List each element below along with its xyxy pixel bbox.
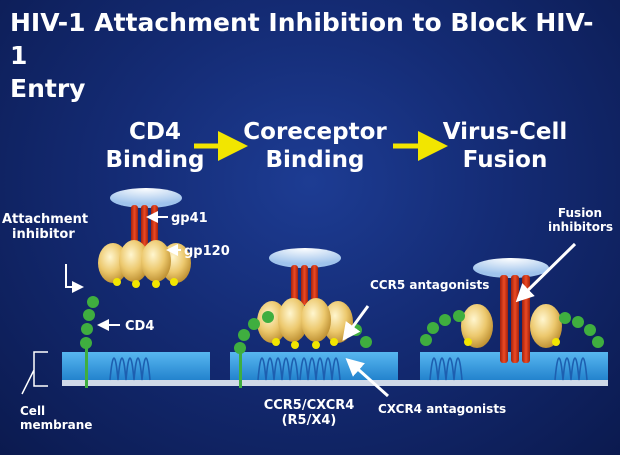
cxcr4-antagonists-pointer <box>345 357 390 398</box>
slide-title: HIV-1 Attachment Inhibition to Block HIV… <box>10 6 610 105</box>
coreceptor-line-2: (R5/X4) <box>281 413 337 428</box>
fusion-inhibitors-pointer <box>515 242 577 303</box>
cell-membrane-line-1: Cell <box>20 404 46 418</box>
step-cd4-binding-line-1: CD4 <box>129 119 181 145</box>
ccr5-antagonists-label: CCR5 antagonists <box>370 278 490 292</box>
gp120-label: gp120 <box>184 244 230 259</box>
step-virus-cell-fusion: Virus-Cell Fusion <box>430 118 580 174</box>
attachment-inhibitor-line-2: inhibitor <box>12 227 75 242</box>
cell-membrane-label: Cell membrane <box>20 404 92 432</box>
step-cd4-binding-line-2: Binding <box>105 147 205 173</box>
cxcr4-antagonists-label: CXCR4 antagonists <box>378 402 507 416</box>
title-line-2: Entry <box>10 74 86 103</box>
step-coreceptor-binding-line-2: Binding <box>265 147 365 173</box>
attachment-inhibitor-pointer <box>65 264 84 293</box>
step-virus-cell-fusion-line-2: Fusion <box>462 147 548 173</box>
virus-complex-3 <box>461 258 562 363</box>
attachment-inhibitor-line-1: Attachment <box>2 212 89 227</box>
coreceptor-loops <box>109 357 588 381</box>
coreceptor-label: CCR5/CXCR4 (R5/X4) <box>244 398 374 428</box>
cell-membrane-bracket <box>21 351 48 395</box>
ccr5-antagonists-pointer <box>342 305 370 341</box>
virus-complex-2 <box>257 248 353 349</box>
gp41-label: gp41 <box>171 211 208 226</box>
attachment-inhibitor-label: Attachment inhibitor <box>2 212 100 242</box>
step-cd4-binding: CD4 Binding <box>90 118 220 174</box>
cd4-receptor-1 <box>80 296 99 388</box>
cell-membrane-line-2: membrane <box>20 418 93 432</box>
step-coreceptor-binding: Coreceptor Binding <box>240 118 390 174</box>
step-virus-cell-fusion-line-1: Virus-Cell <box>442 119 568 145</box>
fusion-inhibitors-line-1: Fusion <box>557 206 603 220</box>
step-coreceptor-binding-line-1: Coreceptor <box>243 119 387 145</box>
coreceptor-line-1: CCR5/CXCR4 <box>263 398 355 413</box>
title-line-1: HIV-1 Attachment Inhibition to Block HIV… <box>10 8 594 70</box>
fusion-inhibitors-line-2: inhibitors <box>548 220 614 234</box>
cd4-receptor-3 <box>420 310 604 348</box>
virus-complex-1 <box>98 188 191 288</box>
fusion-inhibitors-label: Fusion inhibitors <box>548 206 614 234</box>
cd4-label: CD4 <box>125 319 155 334</box>
